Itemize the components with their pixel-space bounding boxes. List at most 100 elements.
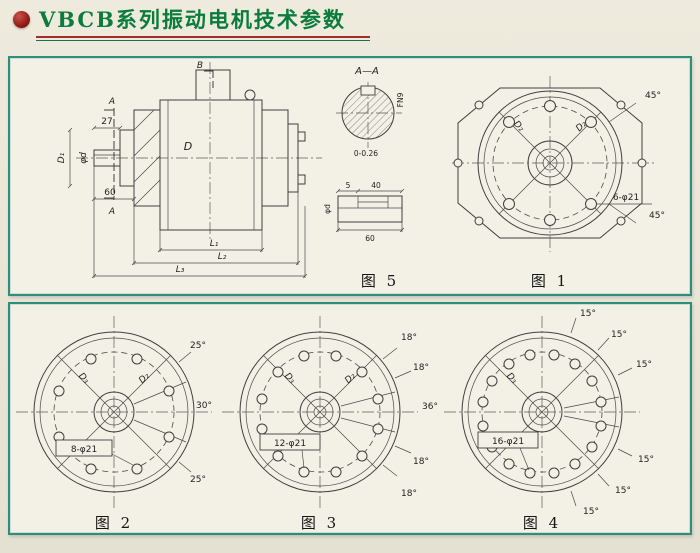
hub-circle-3 [313, 405, 327, 419]
fig3-angle-1: 18° [413, 363, 429, 373]
dim-5-label: 5 [346, 181, 351, 190]
shaft-end-dims [335, 188, 405, 233]
cover-bolt [297, 131, 306, 142]
bolt-holes [503, 100, 597, 226]
motor-body [159, 99, 263, 231]
fig1-holes-label: 6-φ21 [613, 193, 639, 203]
dim-l2-label: L₂ [218, 252, 227, 262]
outer-circle [239, 331, 401, 493]
hub-circle [521, 391, 563, 433]
fig3-holes-label: 12-φ21 [274, 439, 306, 449]
fig4-angle-0: 15° [580, 309, 596, 319]
cover-bolt [297, 174, 306, 185]
diagonal-line [498, 111, 602, 215]
holes-leader [519, 447, 530, 471]
length-dims [91, 166, 308, 279]
fig4-angle-1: 15° [611, 330, 627, 340]
tolerance-label: 0-0.26 [354, 149, 378, 158]
dim-l3-label: L₃ [176, 265, 185, 275]
key-fit-label: FN9 [396, 92, 405, 107]
dim-l1-label: L₁ [210, 239, 219, 249]
diagonal-line [484, 354, 600, 470]
outer-circle [477, 90, 623, 236]
hub-circle-2 [306, 398, 334, 426]
shaft-end-outline [337, 195, 403, 223]
holes-label-box [477, 431, 539, 449]
dim-27-label: 27 [101, 117, 112, 127]
dim-40-label: 40 [371, 181, 381, 190]
hub-circle-3 [107, 405, 121, 419]
flange-fig2: 25° 30° 25° D₃ D₂ 8-φ21 [16, 316, 212, 508]
hub-circle-3 [535, 405, 549, 419]
top-panel-drawing: A A B 27 [57, 61, 665, 290]
inner-circle [39, 337, 189, 487]
fig2-holes-label: 8-φ21 [71, 445, 97, 455]
dim-phid-label: φd [79, 152, 89, 164]
inner-circle [483, 96, 617, 230]
fig2-caption: 图 2 [95, 514, 133, 532]
bolt-circle [259, 351, 381, 473]
flange-fig1: 45° 45° D₂ D₂ 6-φ21 [452, 76, 665, 252]
section-line-b [204, 70, 214, 88]
dim-d1 [67, 127, 73, 189]
angle-tick [382, 464, 398, 477]
hub-circle-2 [100, 398, 128, 426]
angle-tick [394, 370, 412, 379]
housing-hatch [133, 109, 161, 207]
section-label-a-bottom: A [108, 207, 115, 217]
section-a-a-title: A—A [354, 66, 379, 77]
angle-tick [617, 448, 633, 457]
angle-tick [382, 347, 398, 360]
fig3-angle-2: 36° [422, 402, 438, 412]
page-title: VBCB系列振动电机技术参数 [39, 7, 346, 32]
fig1-angle-top: 45° [645, 91, 661, 101]
dim-d1-label: D₁ [57, 152, 67, 163]
holes-label-box [55, 439, 113, 457]
holes-label-box [259, 433, 321, 451]
fig2-angle-0: 25° [190, 341, 206, 351]
fig4-caption: 图 4 [523, 514, 561, 532]
bottom-panel-drawing: 25° 30° 25° D₃ D₂ 8-φ21 图 2 [16, 309, 654, 532]
section-line-a [104, 108, 115, 200]
dim-60-left-label: 60 [104, 188, 116, 198]
section-label-a-top: A [108, 97, 115, 107]
motor-side-view: A A B 27 [57, 61, 322, 279]
outer-circle [461, 331, 623, 493]
fig4-angle-4: 15° [615, 486, 631, 496]
fig4-angle-5: 15° [583, 507, 599, 517]
keyway-slot [360, 85, 376, 96]
angle-tick [178, 461, 192, 473]
bolt-circle [492, 105, 608, 221]
flange-fig4: 15° 15° 15° 15° 15° 15° D₃ 16-φ21 [444, 309, 654, 517]
angle-tick [178, 351, 192, 363]
hub-circle [299, 391, 341, 433]
hub-circle-2 [535, 148, 565, 178]
fig4-angle-3: 15° [638, 455, 654, 465]
bolt-holes [256, 350, 384, 478]
angle-tick [597, 337, 610, 351]
cover-ring [287, 123, 299, 193]
hub-circle-2 [528, 398, 556, 426]
fig2-angle-2: 25° [190, 475, 206, 485]
fig3-caption: 图 3 [301, 514, 339, 532]
hub-circle-3 [542, 155, 558, 171]
angle-tick [597, 473, 610, 487]
dim-27 [91, 125, 123, 131]
radial-line [563, 396, 620, 409]
fig2-dia-left: D₃ [76, 371, 91, 386]
radial-line [133, 381, 187, 405]
header: VBCB系列振动电机技术参数 [0, 0, 700, 54]
fig3-dia-right: D₂ [343, 371, 358, 386]
holes-leader [301, 449, 305, 469]
fig3-angle-0: 18° [401, 333, 417, 343]
fig5-caption: 图 5 [361, 272, 399, 290]
hub-circle [93, 391, 135, 433]
fig3-dia-left: D₃ [282, 371, 297, 386]
bolt-circle [481, 351, 603, 473]
angle-tick [570, 490, 577, 507]
fig1-angle-bottom: 45° [649, 211, 665, 221]
shaft-dia-label: φd [323, 204, 332, 214]
holes-leader [111, 453, 134, 466]
radial-line [340, 391, 396, 407]
